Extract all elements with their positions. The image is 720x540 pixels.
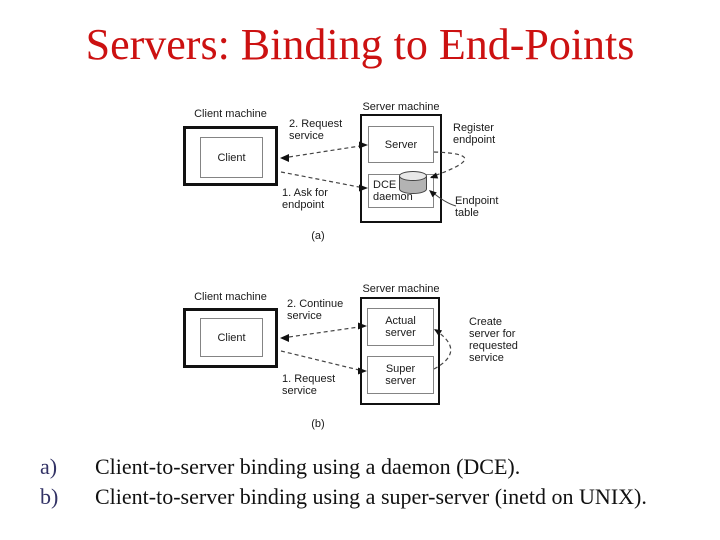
- client-machine-label-a: Client machine: [194, 108, 267, 120]
- endpoint-table-label-a: Endpoint table: [455, 195, 499, 219]
- create-server-label-b: Create server for requested service: [469, 316, 518, 364]
- list-marker-a: a): [40, 454, 58, 479]
- dce-daemon-box-a: DCE daemon: [368, 174, 434, 208]
- caption-b: (b): [311, 418, 325, 430]
- request-service-label-a: 2. Request service: [289, 118, 343, 142]
- arrowhead-into-client-a: [280, 154, 289, 162]
- list-item-a: a) Client-to-server binding using a daem…: [40, 452, 705, 482]
- server-machine-label-a: Server machine: [362, 101, 440, 113]
- caption-a: (a): [311, 230, 325, 242]
- list-marker-b: b): [40, 484, 59, 509]
- server-machine-label-b: Server machine: [362, 283, 440, 295]
- server-box-a: Server: [368, 126, 434, 163]
- ask-endpoint-label-a: 1. Ask for endpoint: [282, 187, 328, 211]
- continue-service-label-b: 2. Continue service: [287, 298, 344, 322]
- client-machine-label-b: Client machine: [194, 291, 267, 303]
- list-text-b: Client-to-server binding using a super-s…: [95, 484, 647, 509]
- register-endpoint-label-a: Register endpoint: [453, 122, 496, 146]
- list-item-b: b) Client-to-server binding using a supe…: [40, 482, 705, 512]
- slide-title: Servers: Binding to End-Points: [85, 20, 635, 69]
- super-server-box-b: Super server: [367, 356, 434, 394]
- dashed-arrow-request-service-a: [288, 145, 361, 158]
- dashed-arrow-continue-service-b: [288, 326, 360, 338]
- dashed-arrow-ask-endpoint-a: [280, 171, 360, 188]
- list-text-a: Client-to-server binding using a daemon …: [95, 454, 521, 479]
- arrowhead-into-client-b: [280, 334, 289, 342]
- actual-server-box-b: Actual server: [367, 308, 434, 346]
- bullet-list: a) Client-to-server binding using a daem…: [40, 452, 705, 512]
- request-service-label-b: 1. Request service: [282, 373, 336, 397]
- client-box-a: Client: [200, 137, 263, 178]
- dashed-arrow-request-service-b: [280, 350, 360, 371]
- client-box-b: Client: [200, 318, 263, 357]
